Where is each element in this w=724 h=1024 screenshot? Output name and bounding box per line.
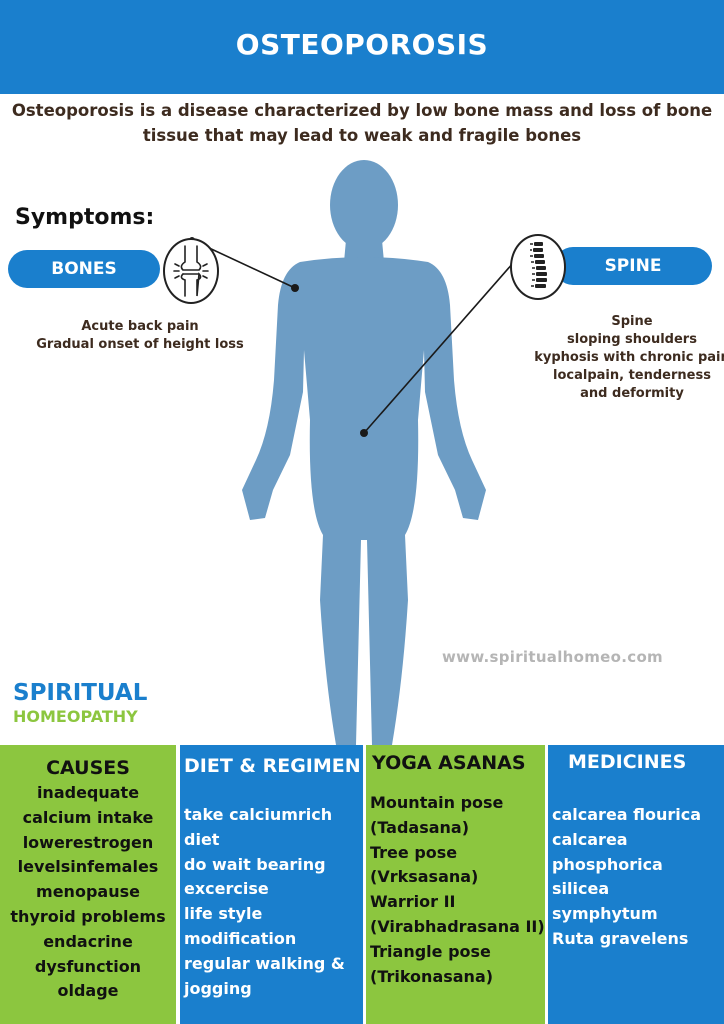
list-item: lowerestrogen xyxy=(22,832,154,852)
list-item: Mountain pose xyxy=(370,793,504,812)
bones-label: BONES xyxy=(8,250,160,288)
website-url: www.spiritualhomeo.com xyxy=(442,648,663,666)
intro-line-1: Osteoporosis is a disease characterized … xyxy=(11,101,713,120)
list-item: calcarea xyxy=(552,829,628,849)
spine-symptom-2: sloping shoulders xyxy=(567,332,697,347)
list-item: oldage xyxy=(57,981,119,1001)
causes-column: CAUSES inadequate calcium intake loweres… xyxy=(0,745,176,1024)
list-item: (Tadasana) xyxy=(370,817,470,837)
spine-pointer-dot xyxy=(360,429,368,437)
list-item: do wait bearing xyxy=(184,854,326,874)
list-item: dysfunction xyxy=(34,956,142,976)
list-item: levelsinfemales xyxy=(17,857,159,877)
bones-pointer-dot xyxy=(291,284,299,292)
list-item: excercise xyxy=(184,879,269,899)
spine-symptoms: Spine sloping shoulders kyphosis with ch… xyxy=(534,313,724,403)
list-item: jogging xyxy=(184,978,252,998)
list-item: take calciumrich xyxy=(184,805,333,824)
list-item: (Vrksasana) xyxy=(370,867,479,887)
spine-icon xyxy=(510,234,566,300)
list-item: regular walking & xyxy=(184,953,345,973)
list-item: endacrine xyxy=(43,931,133,951)
medicines-column: MEDICINES calcarea flourica calcarea pho… xyxy=(548,745,724,1024)
spine-symptom-5: and deformity xyxy=(580,386,684,401)
list-item: calcium intake xyxy=(22,807,154,827)
list-item: life style xyxy=(184,904,263,924)
bones-symptoms: Acute back pain Gradual onset of height … xyxy=(30,318,250,354)
list-item: (Virabhadrasana II) xyxy=(370,916,545,936)
bones-symptom-1: Acute back pain xyxy=(81,319,199,334)
list-item: silicea xyxy=(552,879,610,899)
list-item: Ruta gravelens xyxy=(552,928,689,948)
spine-symptom-1: Spine xyxy=(611,314,653,329)
yoga-title: YOGA ASANAS xyxy=(372,752,526,774)
diet-column: DIET & REGIMEN take calciumrich diet do … xyxy=(180,745,363,1024)
brand-name-line-2: HOMEOPATHY xyxy=(13,707,138,726)
list-item: thyroid problems xyxy=(10,906,166,926)
bones-symptom-2: Gradual onset of height loss xyxy=(36,337,244,352)
causes-list: inadequate calcium intake lowerestrogen … xyxy=(0,781,176,1004)
page-title: OSTEOPOROSIS xyxy=(235,28,489,61)
list-item: Warrior II xyxy=(370,892,456,912)
spine-label: SPINE xyxy=(554,247,712,285)
knee-joint-icon xyxy=(163,238,219,304)
diet-list: take calciumrich diet do wait bearing ex… xyxy=(184,803,345,1001)
symptoms-heading: Symptoms: xyxy=(15,205,155,230)
medicines-list: calcarea flourica calcarea phosphorica s… xyxy=(552,803,701,952)
header-bar: OSTEOPOROSIS xyxy=(0,0,724,94)
yoga-column: YOGA ASANAS Mountain pose (Tadasana) Tre… xyxy=(366,745,545,1024)
medicines-title: MEDICINES xyxy=(568,751,687,773)
list-item: modification xyxy=(184,928,297,948)
list-item: symphytum xyxy=(552,904,658,924)
list-item: Tree pose xyxy=(370,842,458,862)
list-item: diet xyxy=(184,829,220,849)
diet-title: DIET & REGIMEN xyxy=(184,755,361,777)
list-item: menopause xyxy=(36,882,140,902)
list-item: Triangle pose xyxy=(370,941,491,961)
list-item: calcarea flourica xyxy=(552,805,702,824)
causes-title: CAUSES xyxy=(46,757,130,779)
list-item: phosphorica xyxy=(552,854,663,874)
list-item: (Trikonasana) xyxy=(370,966,494,986)
spine-symptom-3: kyphosis with chronic pain xyxy=(534,350,724,365)
spine-symptom-4: localpain, tenderness xyxy=(553,368,711,383)
list-item: inadequate xyxy=(36,783,140,802)
intro-text: Osteoporosis is a disease characterized … xyxy=(8,98,716,148)
intro-line-2: tissue that may lead to weak and fragile… xyxy=(142,126,582,145)
brand-name-line-1: SPIRITUAL xyxy=(13,680,148,706)
yoga-list: Mountain pose (Tadasana) Tree pose (Vrks… xyxy=(370,791,545,989)
